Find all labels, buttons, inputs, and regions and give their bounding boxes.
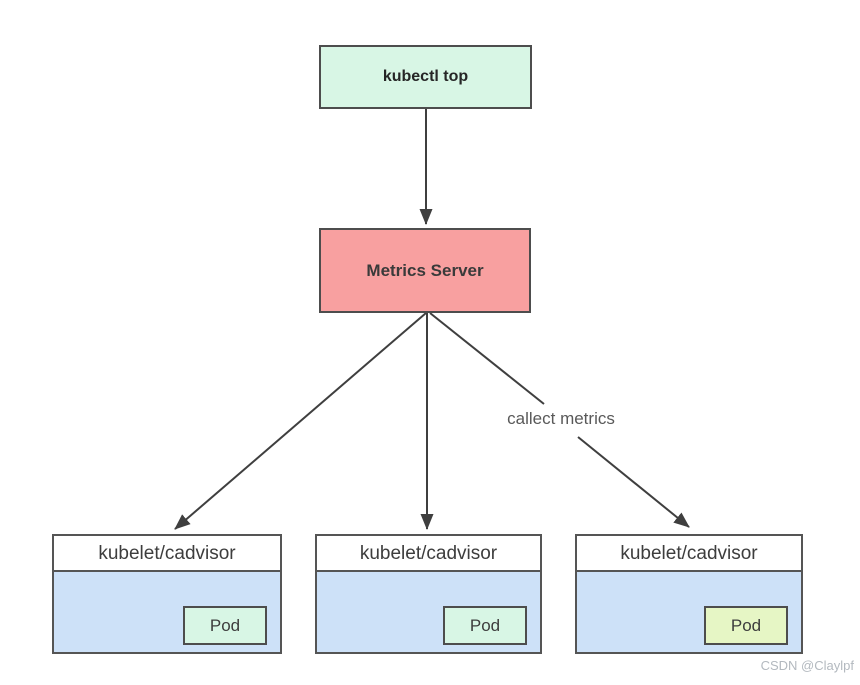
node-metrics-server: Metrics Server	[319, 228, 531, 313]
worker-2-pod: Pod	[443, 606, 527, 645]
worker-1-body: Pod	[54, 572, 280, 652]
arrow-metrics-to-worker-1	[174, 312, 427, 530]
worker-3-pod: Pod	[704, 606, 788, 645]
worker-3-pod-label: Pod	[730, 615, 762, 635]
node-metrics-server-label: Metrics Server	[366, 260, 484, 280]
arrow-metrics-to-worker-3-upper-segment	[429, 312, 545, 405]
watermark: CSDN @Claylpf	[760, 658, 854, 673]
node-kubectl-top-label: kubectl top	[382, 68, 469, 85]
worker-2-header: kubelet/cadvisor	[317, 536, 540, 572]
worker-1-pod-label: Pod	[209, 615, 241, 635]
worker-3-header: kubelet/cadvisor	[577, 536, 801, 572]
arrow-metrics-to-worker-3-lower-segment	[577, 436, 690, 528]
node-kubectl-top: kubectl top	[319, 45, 532, 109]
worker-1-pod: Pod	[183, 606, 267, 645]
edge-label-collect-metrics: callect metrics	[507, 409, 615, 428]
node-worker-1: kubelet/cadvisor Pod	[52, 534, 282, 654]
node-worker-3: kubelet/cadvisor Pod	[575, 534, 803, 654]
node-worker-2: kubelet/cadvisor Pod	[315, 534, 542, 654]
worker-1-header: kubelet/cadvisor	[54, 536, 280, 572]
worker-2-body: Pod	[317, 572, 540, 652]
worker-3-body: Pod	[577, 572, 801, 652]
worker-2-pod-label: Pod	[469, 615, 501, 635]
